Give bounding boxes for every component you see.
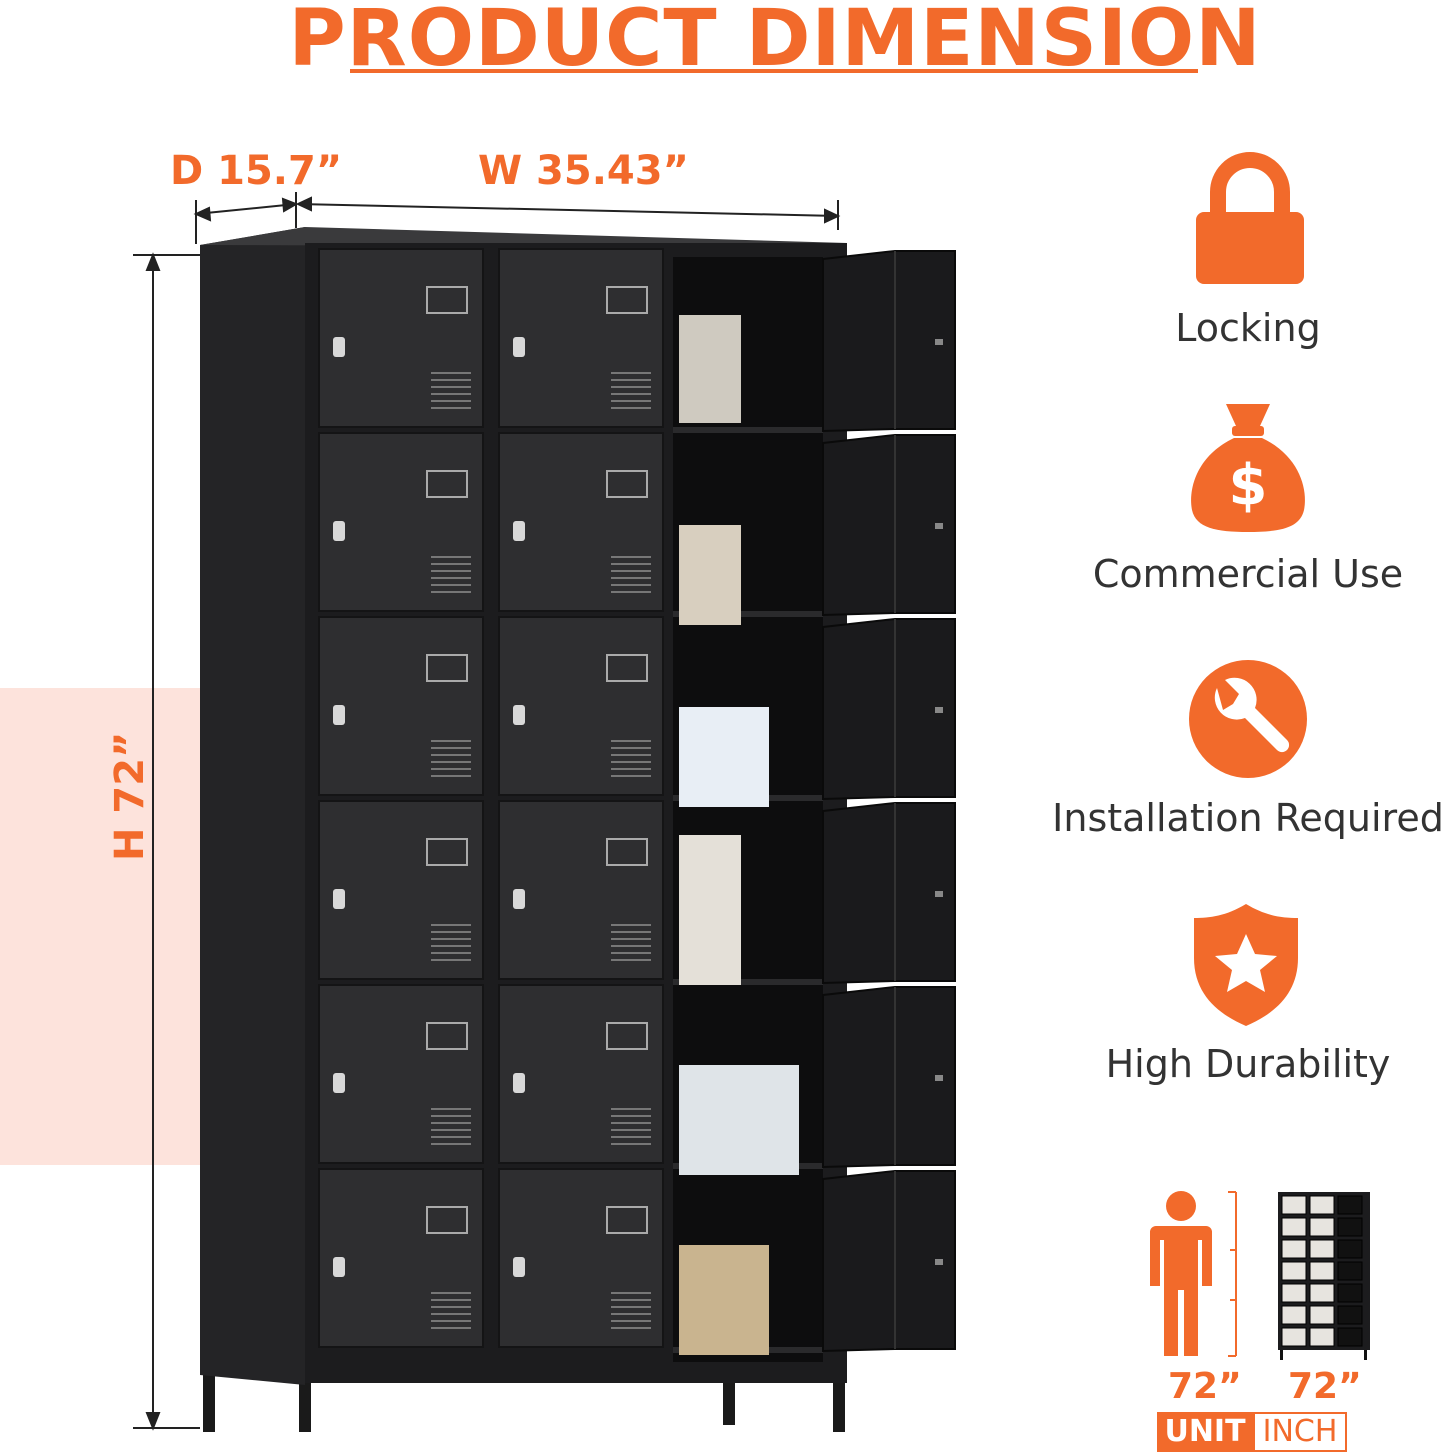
locker-door [318, 984, 484, 1164]
locker-door [318, 616, 484, 796]
mini-cell [1281, 1327, 1307, 1347]
mini-cell [1281, 1305, 1307, 1325]
mini-cell [1337, 1305, 1363, 1325]
stored-item [679, 315, 741, 423]
open-door [822, 802, 956, 985]
mini-cell [1281, 1217, 1307, 1237]
locker-door [498, 248, 664, 428]
depth-label: D 15.7” [170, 148, 343, 194]
locker-height-value: 72” [1288, 1366, 1362, 1407]
locker-door [498, 616, 664, 796]
mini-cell [1309, 1327, 1335, 1347]
mini-cell [1309, 1239, 1335, 1259]
stored-item [679, 835, 741, 985]
locker-illustration [200, 227, 956, 1432]
mini-cell [1281, 1195, 1307, 1215]
open-door [822, 618, 956, 801]
stored-item [679, 525, 741, 625]
mini-cell [1309, 1217, 1335, 1237]
width-label: W 35.43” [478, 148, 689, 194]
inch-badge: INCH [1253, 1412, 1347, 1452]
stored-item [679, 1245, 769, 1355]
feature-durability-label: High Durability [1105, 1042, 1391, 1086]
mini-cell [1281, 1239, 1307, 1259]
feature-installation-label: Installation Required [1052, 796, 1444, 840]
mini-cell [1337, 1261, 1363, 1281]
person-icon [1150, 1191, 1212, 1356]
height-scale-icon [1228, 1191, 1237, 1357]
mini-cell [1337, 1327, 1363, 1347]
open-door [822, 986, 956, 1169]
shelf [673, 611, 823, 617]
shelf [673, 979, 823, 985]
height-highlight-band [0, 688, 200, 1165]
feature-locking-label: Locking [1175, 306, 1321, 350]
stored-item [679, 1065, 799, 1175]
shield-star-icon [1194, 904, 1298, 1026]
shelf [673, 427, 823, 433]
mini-cell [1281, 1261, 1307, 1281]
locker-door [498, 1168, 664, 1348]
person-height-value: 72” [1168, 1366, 1242, 1407]
mini-cell [1337, 1239, 1363, 1259]
wrench-icon [1189, 660, 1307, 778]
mini-cell [1309, 1261, 1335, 1281]
locker-door [318, 1168, 484, 1348]
mini-cell [1309, 1305, 1335, 1325]
money-bag-icon: $ [1191, 404, 1305, 532]
mini-cell [1337, 1283, 1363, 1303]
mini-cell [1309, 1195, 1335, 1215]
mini-locker-icon [1278, 1192, 1370, 1360]
lock-icon [1196, 152, 1304, 284]
open-door [822, 250, 956, 433]
open-door [822, 434, 956, 617]
locker-door [498, 432, 664, 612]
feature-commercial-label: Commercial Use [1092, 552, 1404, 596]
locker-door [318, 432, 484, 612]
stored-item [679, 707, 769, 807]
locker-door [498, 800, 664, 980]
unit-badge: UNIT [1157, 1412, 1253, 1452]
locker-door [498, 984, 664, 1164]
locker-door [318, 248, 484, 428]
open-door [822, 1170, 956, 1353]
mini-cell [1337, 1195, 1363, 1215]
mini-cell [1309, 1283, 1335, 1303]
title-underline [350, 69, 1198, 73]
locker-door [318, 800, 484, 980]
mini-cell [1281, 1283, 1307, 1303]
mini-cell [1337, 1217, 1363, 1237]
svg-text:$: $ [1229, 453, 1268, 518]
